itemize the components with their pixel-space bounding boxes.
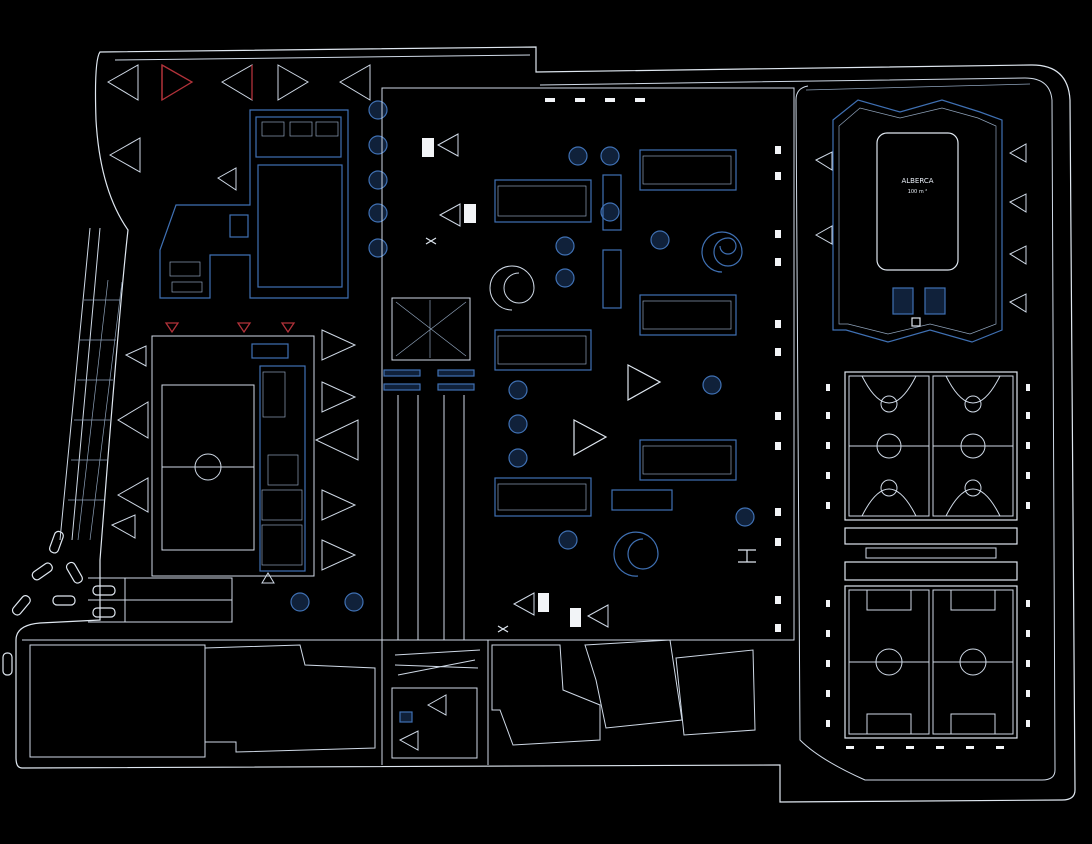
central-walkway (381, 87, 795, 641)
parked-cars (2, 530, 233, 676)
cafeteria-building (159, 109, 349, 299)
pool-complex: ALBERCA 100 m ² (814, 99, 1027, 343)
central-triangles (422, 133, 662, 628)
central-buildings (494, 149, 737, 517)
plaza-triangles (107, 63, 371, 191)
basketball-courts (844, 371, 1018, 581)
pool-area: 100 m ² (908, 189, 928, 195)
west-road (59, 227, 123, 541)
sports-field-building (151, 322, 315, 584)
court-benches (826, 384, 1030, 749)
site-boundary (15, 46, 1076, 803)
soccer-courts (844, 585, 1018, 739)
benches (425, 98, 781, 633)
west-triangle-pavilions (110, 329, 359, 571)
spiral-ramps (489, 231, 743, 577)
south-parcels (22, 639, 780, 765)
round-tables (290, 100, 755, 612)
pool-label: ALBERCA (901, 177, 933, 185)
